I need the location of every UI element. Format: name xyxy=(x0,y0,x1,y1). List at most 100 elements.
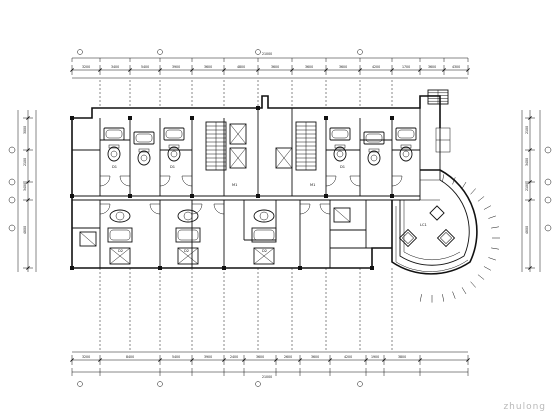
room-tag: D1 xyxy=(170,165,175,169)
washbasin-counter xyxy=(253,209,275,223)
dimension-label: 2100 xyxy=(525,126,529,134)
structural-column xyxy=(190,194,194,198)
dimension-slash xyxy=(26,148,30,152)
toilet xyxy=(107,146,121,162)
rotunda-rib xyxy=(452,291,456,299)
dimension-slash xyxy=(98,68,102,72)
watermark-text: zhulong xyxy=(503,402,546,412)
axis-bubble xyxy=(544,224,552,232)
room-tag: LC1 xyxy=(420,223,427,227)
rotunda-rib xyxy=(452,177,456,185)
dimension-label: 4200 xyxy=(372,65,380,69)
dimension-slash xyxy=(242,358,246,362)
dimension-slash xyxy=(256,68,260,72)
dimension-slash xyxy=(528,180,532,184)
axis-bubble xyxy=(157,381,163,387)
axis-bubble xyxy=(77,49,83,55)
door-arc xyxy=(319,203,331,215)
washbasin xyxy=(115,211,125,221)
axis-bubble xyxy=(544,196,552,204)
top-row-fixtures xyxy=(103,127,417,166)
toilet-tank xyxy=(108,144,120,149)
rotunda-table-top xyxy=(429,205,445,221)
dimension-slash xyxy=(528,198,532,202)
dimension-slash xyxy=(442,68,446,72)
dimension-slash xyxy=(222,358,226,362)
dimension-slash xyxy=(190,68,194,72)
door-arc xyxy=(349,175,361,187)
shower-cross xyxy=(253,247,275,265)
grid-extension-lines xyxy=(99,80,393,350)
room-tag: M1 xyxy=(232,183,237,187)
dimension-slash xyxy=(158,68,162,72)
toilet-tank xyxy=(168,144,180,149)
rotunda-rib xyxy=(491,247,500,250)
toilet xyxy=(399,146,413,162)
dimension-label: 3600 xyxy=(305,65,313,69)
toilet xyxy=(167,146,181,162)
rotunda-rib xyxy=(491,226,500,229)
door-arc xyxy=(159,175,171,187)
dimension-label: 1700 xyxy=(402,65,410,69)
rotunda-rib xyxy=(477,196,485,202)
rotunda-rib xyxy=(461,181,467,189)
toilet-bowl xyxy=(370,154,378,162)
structural-column xyxy=(370,266,374,270)
washbasin-counter xyxy=(177,209,199,223)
rotunda-rib xyxy=(483,266,492,271)
bottom-row-fixtures xyxy=(79,207,351,265)
storage-cross xyxy=(333,207,351,223)
storage-unit xyxy=(333,207,351,223)
rotunda-rib xyxy=(470,281,476,288)
stair-core-right xyxy=(275,121,317,171)
dimension-label: 2100 xyxy=(525,183,529,191)
structural-column xyxy=(256,194,260,198)
structural-column xyxy=(256,106,260,110)
toilet-bowl xyxy=(336,150,344,158)
axis-bubble xyxy=(8,196,16,204)
toilet-bowl xyxy=(170,150,178,158)
dimension-label: 8400 xyxy=(126,355,134,359)
structural-column xyxy=(158,266,162,270)
structural-column xyxy=(190,116,194,120)
dimension-label: 3900 xyxy=(172,65,180,69)
toilet xyxy=(367,150,381,166)
dimension-label: 5400 xyxy=(141,65,149,69)
dimension-label: 4800 xyxy=(525,226,529,234)
dimension-slash xyxy=(364,358,368,362)
dimension-slash xyxy=(290,68,294,72)
door-swings xyxy=(99,175,403,215)
axis-bubble xyxy=(8,224,16,232)
structural-column xyxy=(324,116,328,120)
structural-column xyxy=(390,116,394,120)
bathtub xyxy=(363,131,385,145)
axis-bubble xyxy=(357,381,363,387)
dimension-label: 3400 xyxy=(111,65,119,69)
room-tag: D2 xyxy=(184,249,189,253)
axis-bubble xyxy=(8,146,16,154)
structural-column xyxy=(324,194,328,198)
bathtub xyxy=(103,127,125,141)
bathtub xyxy=(329,127,351,141)
bathtub-basin xyxy=(177,229,199,241)
rotunda-rib xyxy=(488,215,496,219)
dimension-label: 3900 xyxy=(204,355,212,359)
washbasin xyxy=(183,211,193,221)
bathtub xyxy=(395,127,417,141)
axis-bubble xyxy=(8,178,16,186)
door-arc xyxy=(99,175,111,187)
dimension-slash xyxy=(26,198,30,202)
shower-tray xyxy=(253,247,275,265)
dimension-label: 3000 xyxy=(23,126,27,134)
dimension-label: 3400 xyxy=(525,158,529,166)
structural-column xyxy=(128,116,132,120)
toilet-bowl xyxy=(140,154,148,162)
dimension-slash xyxy=(528,148,532,152)
structural-column xyxy=(70,116,74,120)
bathtub-basin xyxy=(397,129,415,139)
door-arc xyxy=(299,203,311,215)
dimension-label: 3600 xyxy=(311,355,319,359)
rotunda-table-left xyxy=(398,228,418,248)
